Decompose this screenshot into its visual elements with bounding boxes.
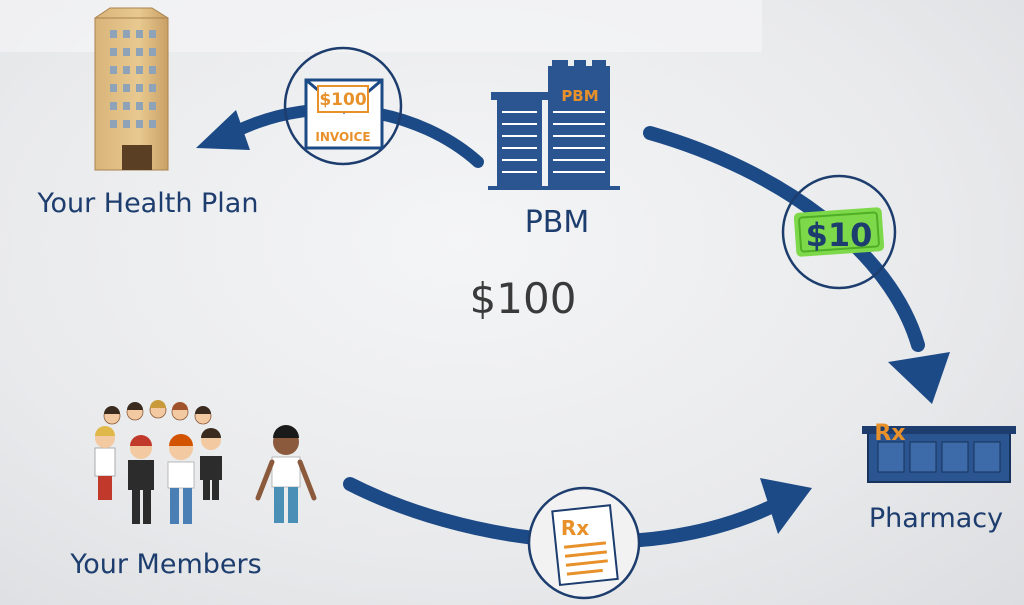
pharmacy-sign: Rx [874, 421, 905, 446]
office-tower-icon [94, 7, 169, 171]
dollar-bill-icon [793, 207, 885, 257]
pbm-buildings-icon [488, 60, 620, 190]
prescription-symbol: Rx [561, 516, 589, 540]
arrow-pbm-to-pharmacy [643, 126, 950, 404]
money-amount: $10 [806, 216, 873, 254]
pbm-label: PBM [525, 205, 590, 240]
pbm-building-sign: PBM [561, 87, 598, 105]
pharmacy-label: Pharmacy [869, 503, 1003, 534]
invoice-badge: $100 INVOICE [283, 46, 403, 166]
pharmacy-store-icon [862, 426, 1016, 483]
health-plan-label: Your Health Plan [37, 188, 259, 219]
members-label: Your Members [69, 549, 261, 580]
money-badge: $10 [781, 174, 897, 290]
invoice-label: INVOICE [315, 130, 370, 144]
invoice-envelope-icon [304, 78, 384, 150]
center-amount: $100 [470, 274, 577, 323]
rx-document-icon [551, 504, 619, 587]
invoice-amount: $100 [319, 90, 366, 110]
people-crowd-icon [94, 400, 317, 524]
prescription-badge: Rx [527, 486, 641, 600]
person-figure [255, 425, 317, 523]
